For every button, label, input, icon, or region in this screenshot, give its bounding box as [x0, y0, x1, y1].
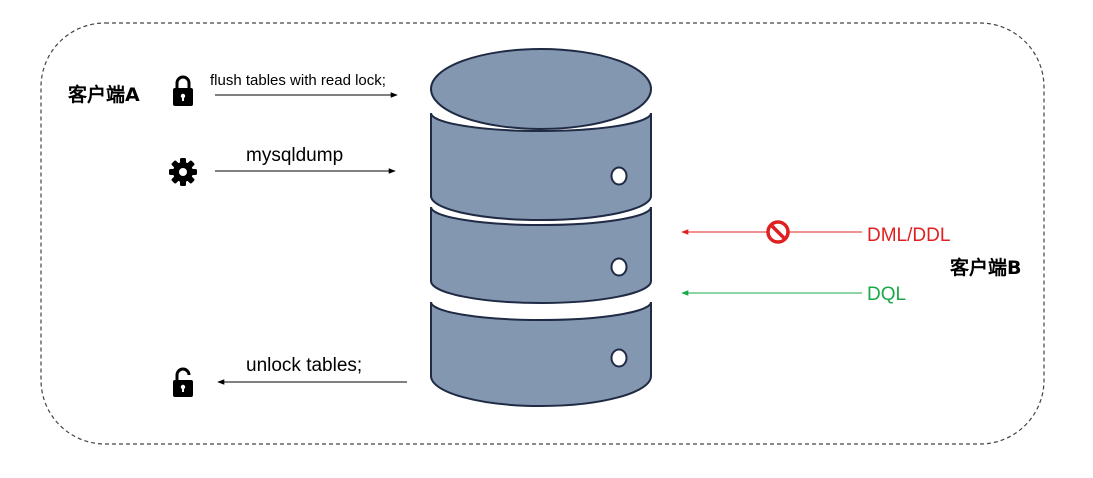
database-segment-bottom [430, 301, 652, 407]
blocked-op-text: DML/DDL [867, 225, 950, 246]
dump-command-text: mysqldump [246, 145, 343, 166]
database-light-2 [610, 257, 628, 277]
unlock-icon [173, 367, 193, 397]
client-b-label: 客户端B [950, 256, 1021, 279]
gear-icon [169, 158, 197, 186]
database-light-3 [610, 348, 628, 368]
database-segment-middle [430, 206, 652, 304]
database-icon [430, 48, 652, 407]
database-segment-top [430, 112, 652, 221]
lock-command-text: flush tables with read lock; [210, 72, 386, 89]
lock-icon [173, 75, 193, 106]
client-a-label: 客户端A [68, 83, 140, 106]
database-light-1 [610, 166, 628, 186]
allowed-op-text: DQL [867, 284, 906, 305]
diagram-border [40, 22, 1045, 445]
unlock-command-text: unlock tables; [246, 355, 362, 376]
no-entry-icon [766, 220, 790, 244]
database-top-cap [430, 48, 652, 130]
